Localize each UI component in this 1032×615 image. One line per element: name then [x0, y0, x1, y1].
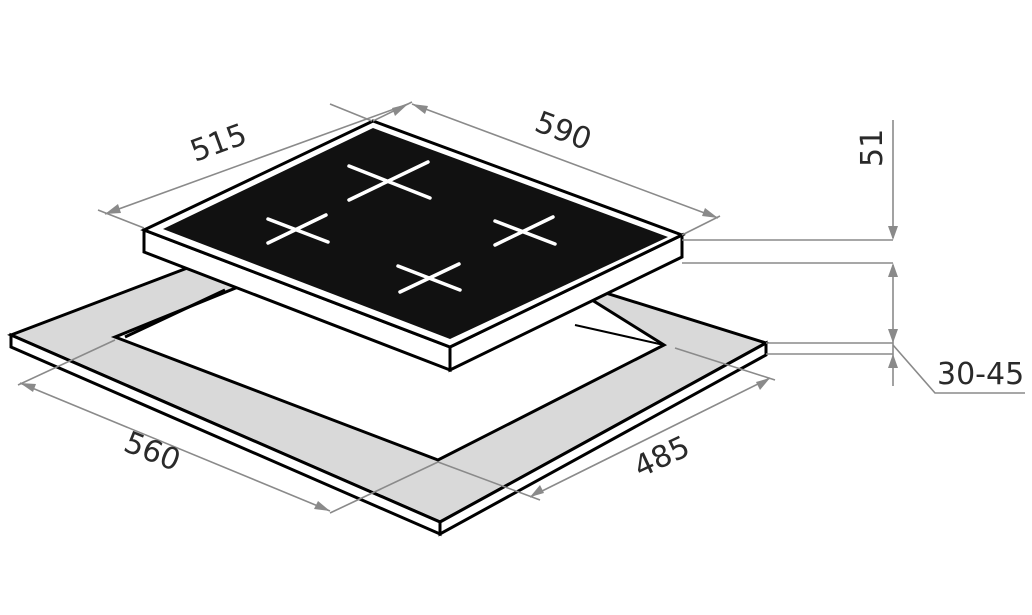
- label-worktop-thickness: 30-45: [937, 357, 1024, 392]
- burner-icon: [396, 262, 462, 294]
- label-cutout-width: 560: [119, 425, 185, 479]
- glass-top: [163, 128, 668, 339]
- burners: [266, 160, 557, 294]
- burner-icon: [347, 160, 432, 202]
- burner-icon: [493, 215, 557, 247]
- label-cutout-depth: 485: [629, 429, 696, 485]
- dimension-lines: [17, 101, 1025, 514]
- label-hob-depth: 515: [186, 117, 252, 169]
- burner-icon: [266, 213, 330, 245]
- label-hob-width: 590: [530, 105, 596, 158]
- hob: [140, 119, 686, 373]
- label-hob-height: 51: [855, 129, 890, 167]
